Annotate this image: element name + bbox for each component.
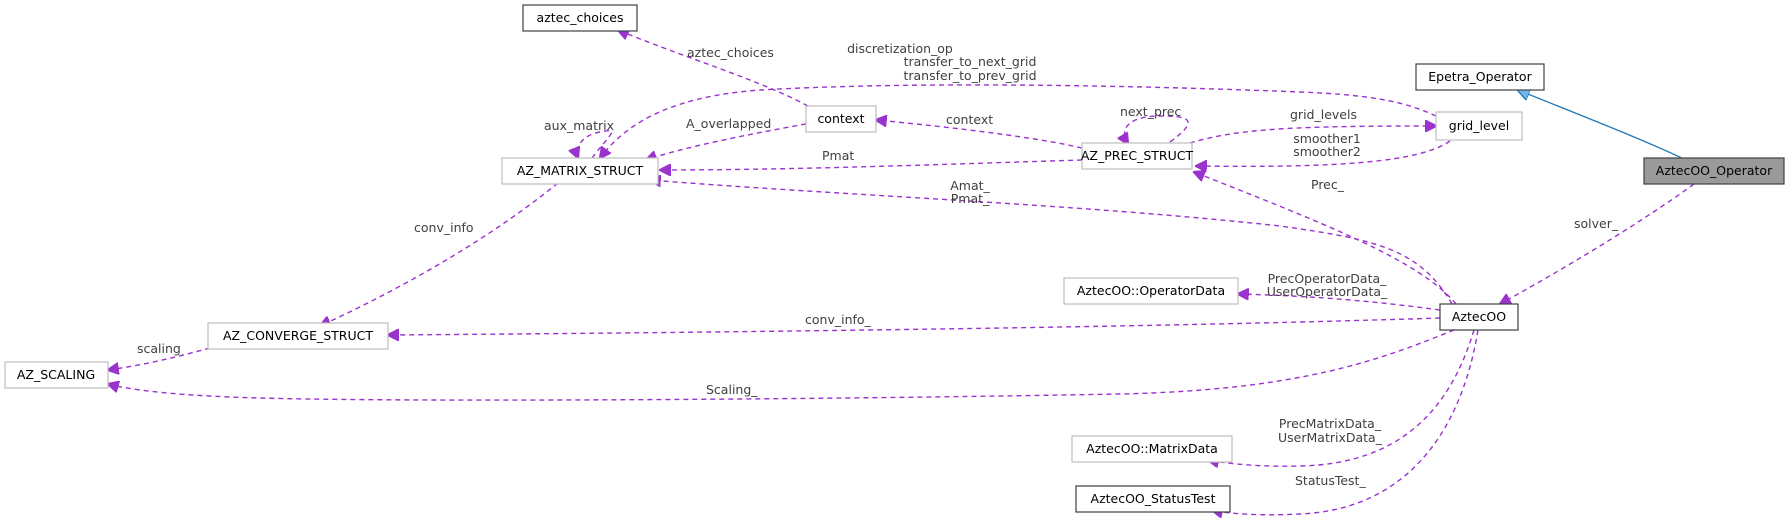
edge-label-scaling: scaling — [137, 341, 181, 356]
edge-label-scaling-underscore: Scaling_ — [706, 382, 758, 397]
node-grid-level[interactable]: grid_level — [1435, 111, 1523, 141]
node-aztecoo-operator[interactable]: AztecOO_Operator — [1643, 157, 1785, 185]
node-label-grid-level: grid_level — [1449, 118, 1509, 133]
edge-aztecoo-prec — [1194, 172, 1457, 305]
edge-context-matrix — [646, 123, 807, 160]
node-aztecoo[interactable]: AztecOO — [1439, 303, 1519, 331]
edge-label-pmat: Pmat — [822, 148, 854, 163]
edge-label-next-prec: next_prec — [1120, 104, 1181, 119]
edge-label-discretization-op: discretization_op — [847, 41, 953, 56]
node-label-az-converge-struct: AZ_CONVERGE_STRUCT — [223, 328, 373, 343]
edge-label-conv-info-underscore: conv_info_ — [805, 312, 872, 327]
node-aztec-choices[interactable]: aztec_choices — [522, 4, 638, 32]
edge-label-prec-matrix-data: PrecMatrixData_ — [1279, 416, 1382, 431]
edge-label-conv-info: conv_info — [414, 220, 474, 235]
edge-label-pmat-underscore: Pmat_ — [951, 191, 990, 206]
edge-next-prec-loop — [1125, 115, 1189, 144]
node-context[interactable]: context — [805, 105, 877, 133]
edge-aztecoo-matrix-data — [1208, 329, 1475, 466]
edge-label-aztec-choices: aztec_choices — [687, 45, 774, 60]
edge-context-aztec-choices — [618, 30, 809, 107]
nodes: aztec_choices context AZ_MATRIX_STRUCT A… — [4, 4, 1785, 513]
node-label-az-scaling: AZ_SCALING — [17, 367, 95, 382]
edge-labels: aztec_choices discretization_op transfer… — [137, 41, 1619, 488]
node-az-converge-struct[interactable]: AZ_CONVERGE_STRUCT — [207, 322, 389, 350]
edge-prec-grid-level — [1189, 126, 1436, 144]
node-az-scaling[interactable]: AZ_SCALING — [4, 361, 109, 389]
node-status-test[interactable]: AztecOO_StatusTest — [1075, 485, 1231, 513]
node-operator-data[interactable]: AztecOO::OperatorData — [1063, 277, 1239, 305]
edge-aztecoo-status-test — [1212, 329, 1479, 515]
edge-matrix-converge — [320, 182, 559, 326]
edge-label-user-matrix-data: UserMatrixData_ — [1278, 430, 1383, 445]
edge-label-grid-levels: grid_levels — [1290, 107, 1357, 122]
node-label-az-matrix-struct: AZ_MATRIX_STRUCT — [517, 163, 644, 178]
edge-label-solver: solver_ — [1574, 216, 1619, 231]
edge-operator-aztecoo — [1500, 183, 1695, 304]
edge-label-context: context — [946, 112, 993, 127]
node-label-operator-data: AztecOO::OperatorData — [1077, 283, 1225, 298]
edge-label-aux-matrix: aux_matrix — [544, 118, 614, 133]
edge-label-amat: Amat_ — [950, 178, 990, 193]
node-label-aztecoo: AztecOO — [1452, 309, 1506, 324]
edges — [108, 30, 1695, 515]
edge-converge-scaling — [108, 347, 211, 370]
edge-label-transfer-next: transfer_to_next_grid — [904, 54, 1037, 69]
node-label-status-test: AztecOO_StatusTest — [1091, 491, 1216, 506]
edge-aux-matrix-loop — [577, 130, 613, 158]
node-label-aztecoo-operator: AztecOO_Operator — [1656, 163, 1773, 178]
edge-label-smoother1: smoother1 — [1293, 131, 1361, 146]
node-az-prec-struct[interactable]: AZ_PREC_STRUCT — [1081, 142, 1194, 170]
edge-label-user-operator-data: UserOperatorData_ — [1267, 284, 1388, 299]
edge-grid-level-matrix — [600, 84, 1437, 158]
edge-aztecoo-scaling — [108, 329, 1455, 401]
edge-label-a-overlapped: A_overlapped — [686, 116, 771, 131]
node-label-aztec-choices: aztec_choices — [537, 10, 624, 25]
node-label-epetra-operator: Epetra_Operator — [1428, 69, 1532, 84]
node-label-matrix-data: AztecOO::MatrixData — [1086, 441, 1218, 456]
node-az-matrix-struct[interactable]: AZ_MATRIX_STRUCT — [501, 157, 659, 185]
edge-operator-epetra — [1518, 90, 1687, 161]
node-epetra-operator[interactable]: Epetra_Operator — [1415, 63, 1545, 91]
edge-label-prec-operator-data: PrecOperatorData_ — [1268, 271, 1388, 286]
node-matrix-data[interactable]: AztecOO::MatrixData — [1071, 435, 1233, 463]
edge-prec-matrix — [660, 159, 1083, 170]
edge-aztecoo-operator-data — [1238, 294, 1441, 311]
edge-label-prec: Prec_ — [1311, 177, 1345, 192]
edge-label-status-test: StatusTest_ — [1295, 473, 1366, 488]
edge-label-smoother2: smoother2 — [1293, 144, 1361, 159]
edge-label-transfer-prev: transfer_to_prev_grid — [903, 68, 1036, 83]
node-label-az-prec-struct: AZ_PREC_STRUCT — [1081, 148, 1194, 163]
edge-aztecoo-converge — [388, 317, 1441, 335]
node-label-context: context — [817, 111, 864, 126]
